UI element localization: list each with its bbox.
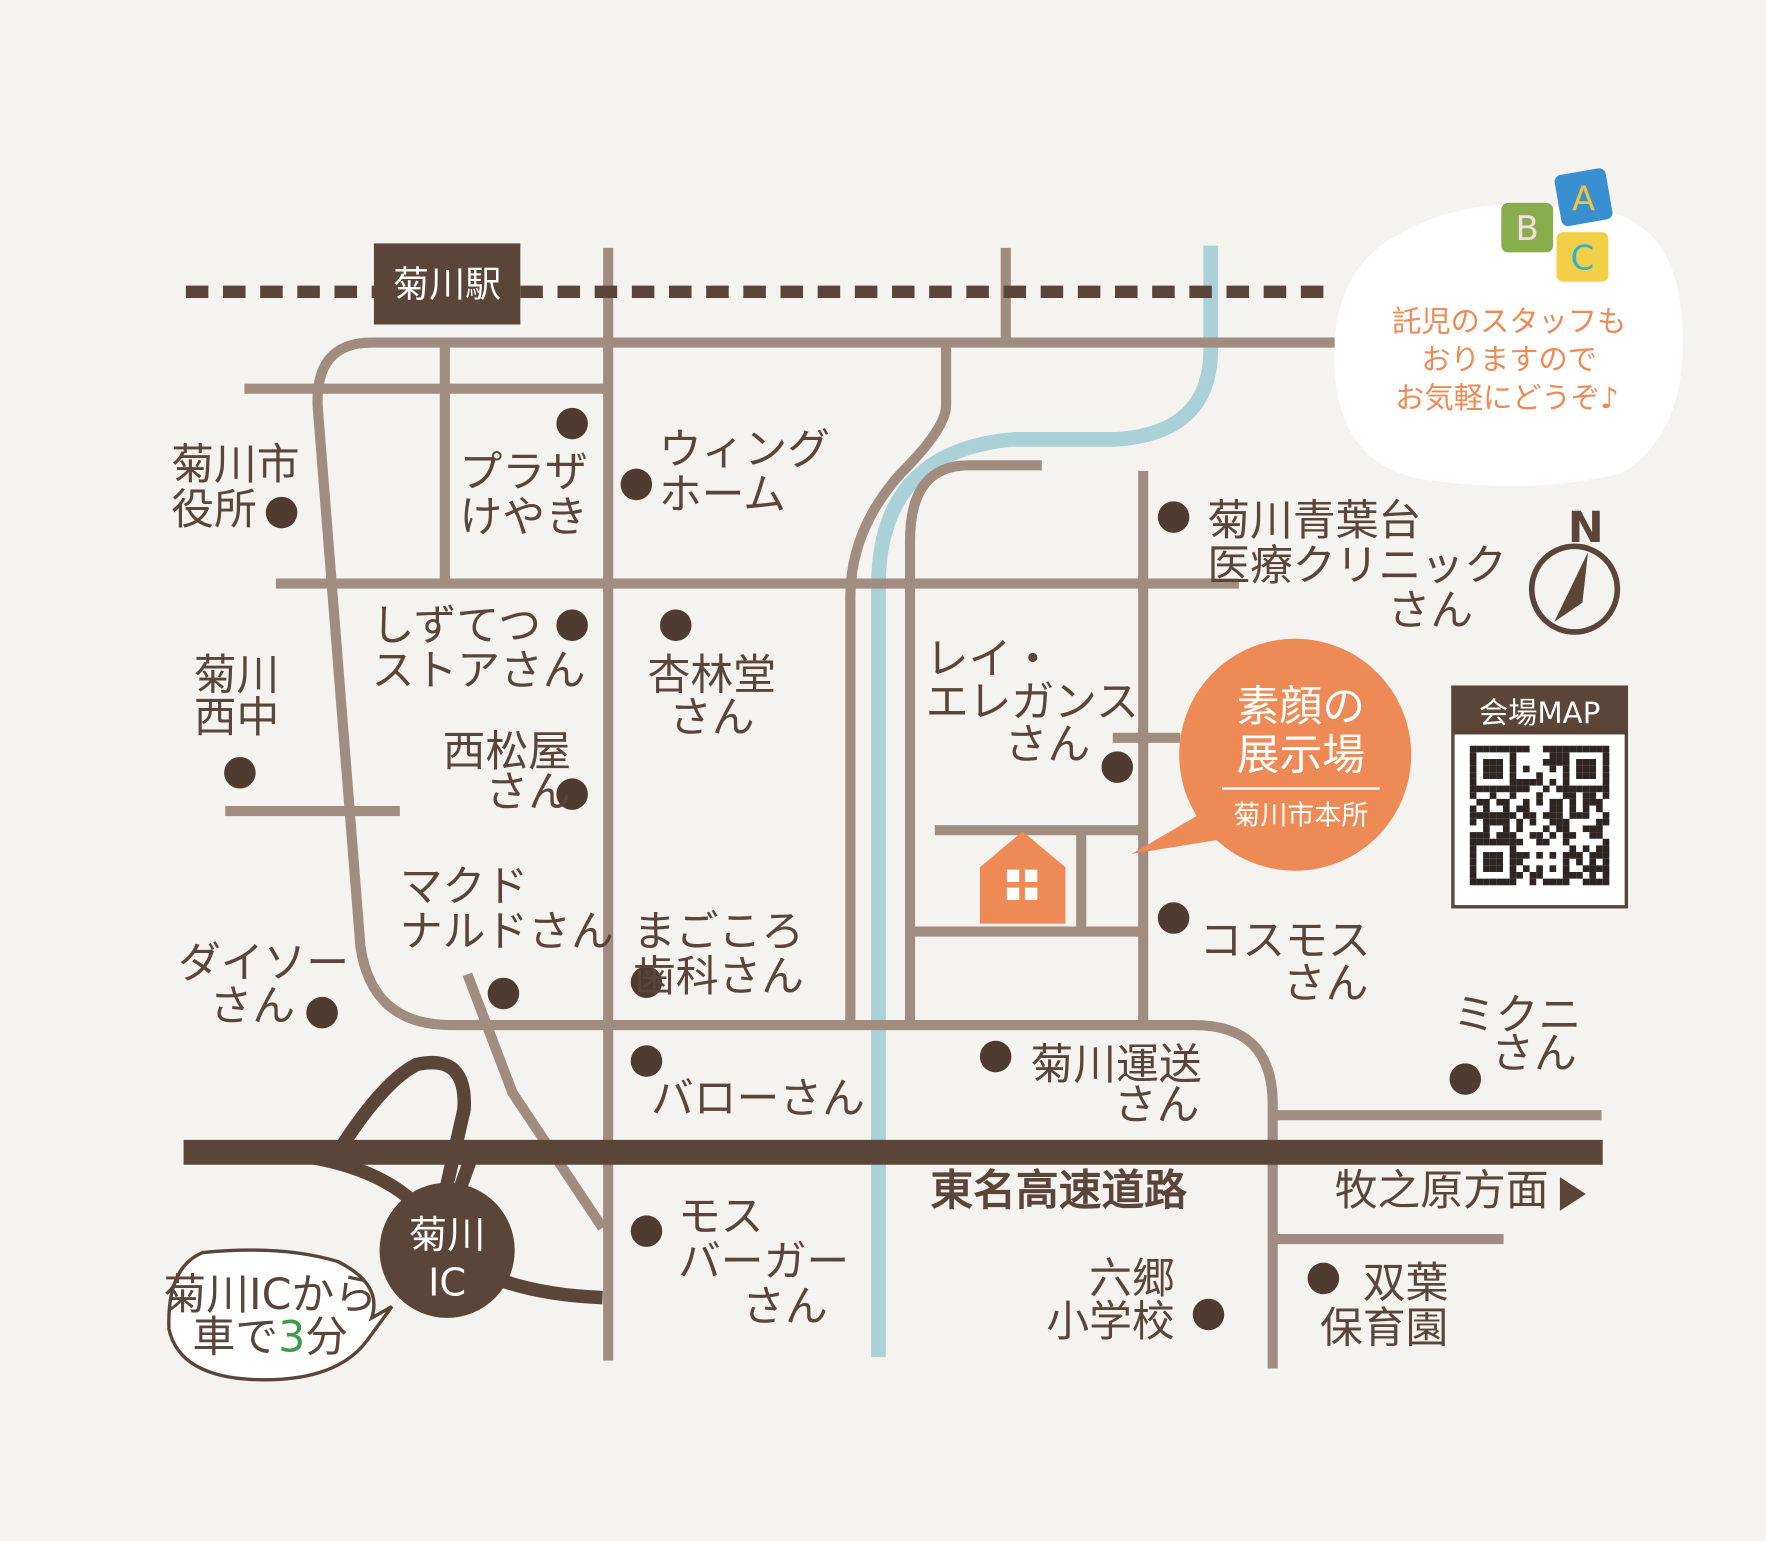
ic-label-2: IC [428,1260,466,1305]
abc-blocks-icon: A B C [1501,168,1613,282]
place-marker [1449,1063,1482,1095]
place-label-futaba: 双葉 [1363,1259,1449,1309]
svg-text:B: B [1516,209,1539,248]
place-label-kyorindo: さん [669,693,755,743]
place-marker [630,966,663,999]
place-label-nishinaka: 菊川 [194,650,280,700]
place-marker [630,1045,663,1077]
svg-text:お気軽にどうぞ♪: お気軽にどうぞ♪ [1395,381,1619,415]
place-label-magokoro: まごころ [633,907,804,957]
place-label-daiso: さん [210,982,296,1032]
ic-bubble-line2: 車で3分 [193,1313,349,1363]
place-label-plaza: けやき [460,493,588,543]
place-marker [556,407,588,440]
place-label-unso: さん [1114,1081,1200,1131]
place-marker [1101,751,1134,783]
ic-label-1: 菊川 [409,1213,486,1258]
direction-label: 牧之原方面 [1335,1166,1549,1216]
compass-needle-icon [1554,552,1589,622]
place-marker [620,468,653,501]
place-label-rokugo: 六郷 [1089,1254,1175,1304]
place-label-rokugo: 小学校 [1046,1297,1174,1347]
place-marker [979,1040,1012,1073]
place-label-unso: 菊川運送 [1031,1040,1202,1090]
place-label-mos: バーガー [678,1237,849,1287]
ic-bubble-line1: 菊川ICから [163,1270,377,1320]
venue-house-icon [979,831,1066,924]
place-label-magokoro: 歯科さん [633,952,804,1002]
place-label-city-hall: 菊川市 [171,440,299,490]
place-label-nishimatsuya: さん [485,768,571,818]
place-label-cosmos: コスモス [1199,916,1370,966]
place-label-rei: さん [1005,720,1091,770]
svg-text:C: C [1571,238,1595,277]
place-marker [1307,1262,1340,1295]
place-label-plaza: プラザ [460,448,588,498]
qr-header [1452,687,1627,735]
ic-bubble [167,1248,394,1382]
place-marker [630,1215,663,1247]
place-marker [659,609,692,641]
venue-address: 菊川市本所 [1233,801,1368,832]
place-label-mos: さん [742,1282,828,1332]
place-label-clinic: さん [1388,586,1474,636]
place-label-shizutetsu: ストアさん [372,646,586,696]
place-marker [1157,902,1190,934]
place-label-shizutetsu: しずてつ [372,601,541,651]
place-label-clinic: 医療クリニック [1207,541,1506,591]
place-marker [224,756,256,789]
compass-north: N [1568,503,1604,553]
venue-bubble-tail [1131,811,1223,854]
place-label-mcd: ナルドさん [400,907,614,957]
compass-icon [1528,543,1621,635]
qr-code[interactable] [1469,745,1610,886]
place-label-nishinaka: 西中 [194,693,280,743]
place-marker [556,778,588,810]
place-label-cosmos: さん [1283,959,1369,1009]
place-marker [556,609,588,641]
place-label-mcd: マクド [400,862,528,912]
svg-text:おりますので: おりますので [1421,343,1597,377]
place-labels: 菊川市役所プラザけやきウィングホーム菊川青葉台医療クリニックさんしずてつストアさ… [171,425,1581,1353]
place-label-city-hall: 役所 [171,485,257,535]
venue-name-2: 展示場 [1237,730,1365,780]
highway-label: 東名高速道路 [930,1166,1187,1216]
place-label-wing: ホーム [659,470,786,520]
svg-text:託児のスタッフも: 託児のスタッフも [1392,304,1626,338]
station-box [373,243,521,325]
place-marker [306,996,338,1029]
place-label-mikuni: ミクニ [1453,991,1581,1041]
place-label-rei: エレガンス [926,677,1139,727]
place-markers [224,407,1482,1331]
note-text: 託児のスタッフも おりますので お気軽にどうぞ♪ [1392,304,1626,415]
place-marker [487,977,520,1010]
place-label-wing: ウィング [659,425,830,475]
place-label-clinic: 菊川青葉台 [1207,496,1421,546]
place-label-mikuni: さん [1491,1029,1577,1079]
roads [225,247,1602,1369]
place-label-nishimatsuya: 西松屋 [443,727,571,777]
place-label-daiso: ダイソー [178,939,349,989]
place-label-barrow: バローさん [651,1074,865,1124]
station-label: 菊川駅 [393,264,501,305]
place-label-futaba: 保育園 [1320,1304,1448,1354]
place-marker [1192,1298,1225,1331]
venue-name-1: 素顔の [1237,682,1365,732]
place-marker [1157,501,1190,533]
ic-circle [379,1182,515,1318]
qr-label: 会場MAP [1479,696,1600,730]
svg-text:A: A [1572,180,1595,219]
place-label-rei: レイ・ [926,635,1054,685]
place-label-mos: モス [678,1192,764,1242]
venue-bubble [1179,638,1412,871]
river [871,245,1219,1358]
house-window-icon [1006,869,1038,901]
direction-arrow-icon [1559,1177,1586,1211]
place-label-kyorindo: 杏林堂 [648,650,776,700]
place-marker [265,496,298,529]
